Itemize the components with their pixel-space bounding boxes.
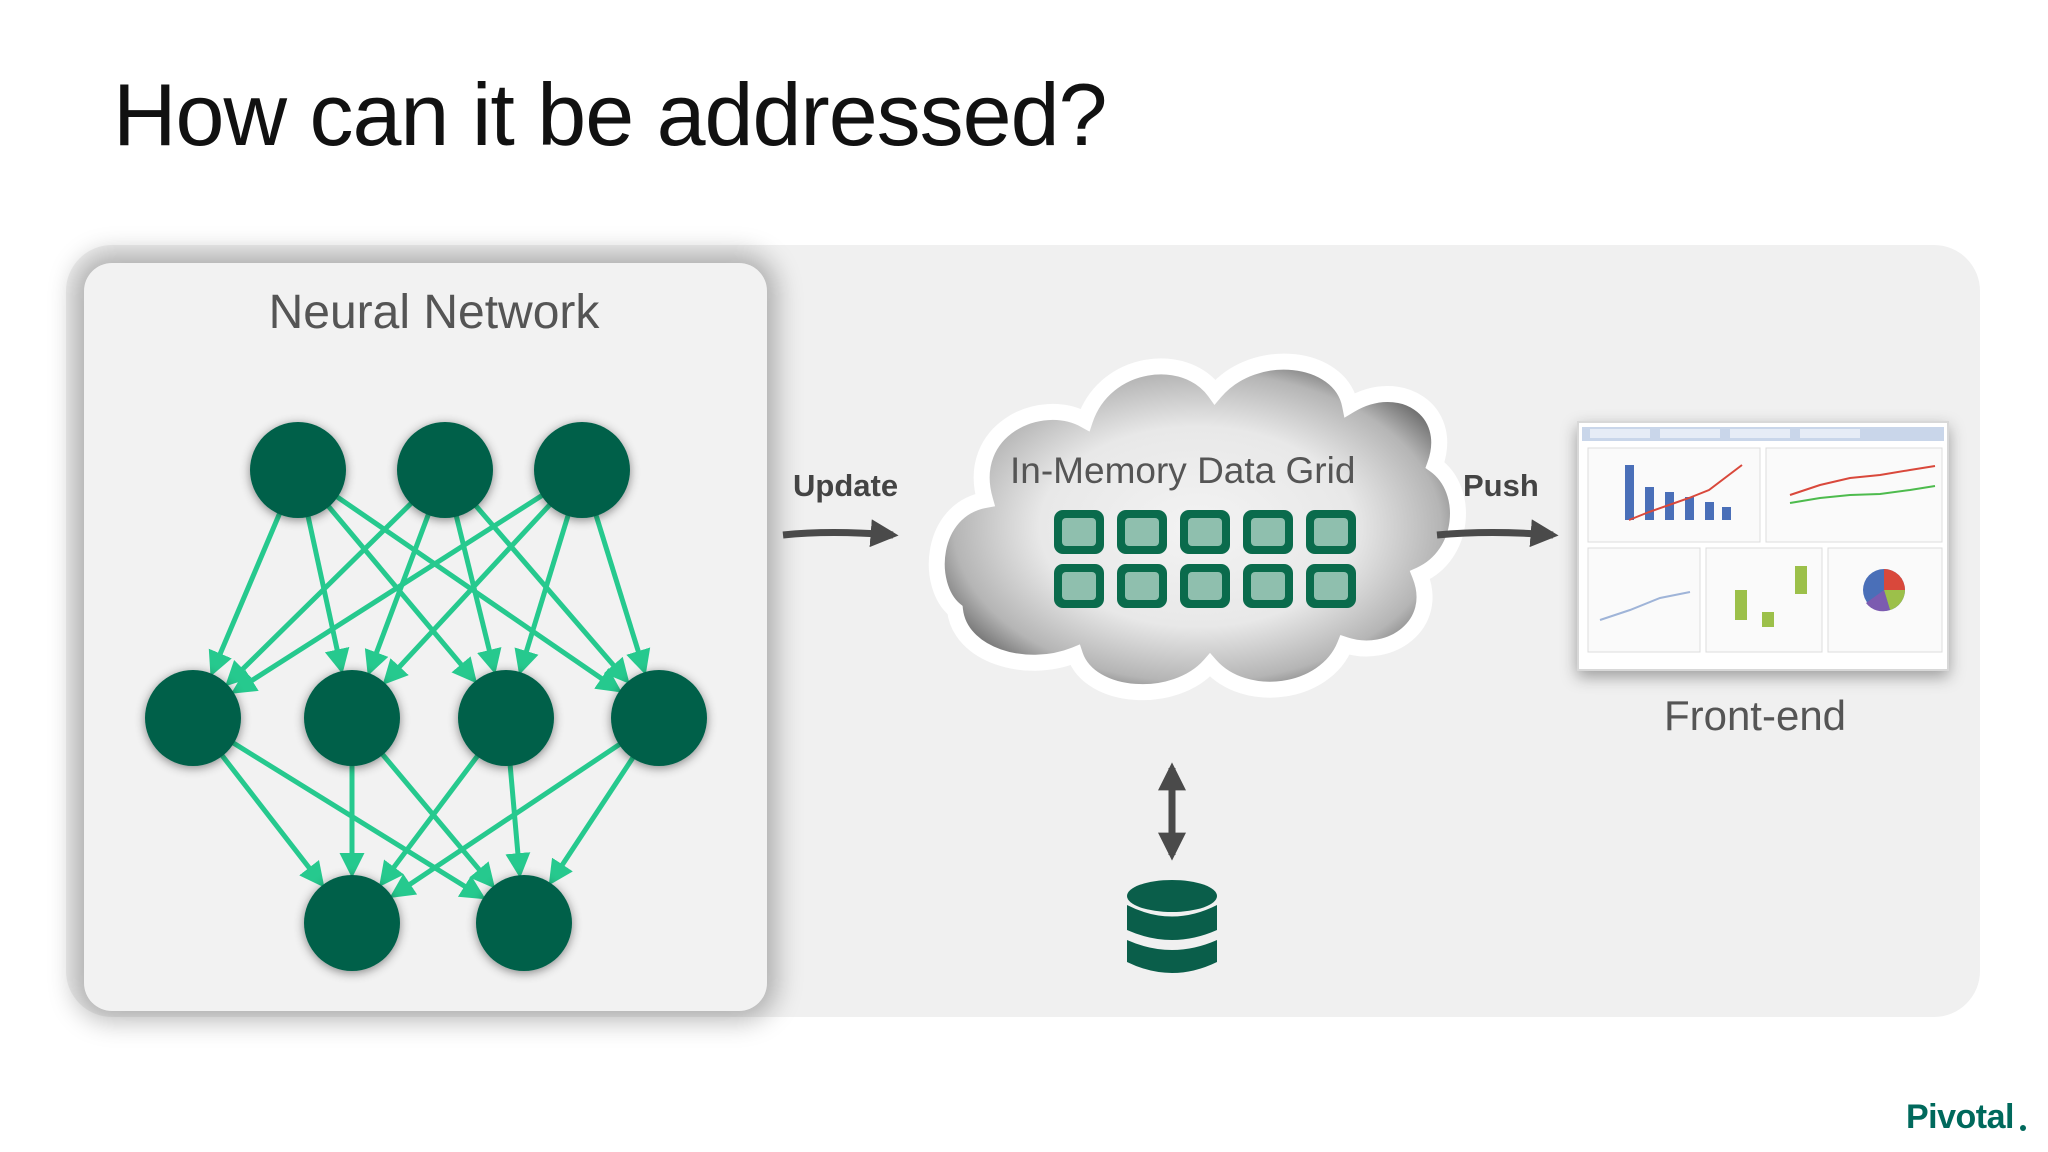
grid-block-inner [1188,518,1222,546]
network-node [397,422,493,518]
push-arrow [1436,519,1559,548]
grid-block-inner [1125,518,1159,546]
grid-block-inner [1314,572,1348,600]
network-node [250,422,346,518]
grid-block-inner [1125,572,1159,600]
grid-block-inner [1062,518,1096,546]
network-edge [592,511,651,676]
neural-network-title: Neural Network [268,286,600,339]
pivotal-logo: Pivotal [1906,1098,2014,1136]
network-node [304,670,400,766]
network-edges [208,491,651,900]
update-label: Update [793,468,899,503]
slide-title: How can it be addressed? [113,65,1107,164]
data-grid-blocks [1054,510,1356,608]
network-edge [382,500,554,686]
network-nodes [145,422,707,971]
database-icon [1127,880,1217,973]
brand-dot [2020,1125,2026,1131]
push-label: Push [1463,468,1539,503]
network-node [611,670,707,766]
grid-block-inner [1314,518,1348,546]
network-edge [208,509,284,677]
network-edge [364,510,432,676]
network-edge [378,750,496,889]
network-edge [217,751,325,888]
network-edge [548,753,637,886]
network-node [534,422,630,518]
data-grid-label: In-Memory Data Grid [1010,450,1356,491]
network-edge [225,499,416,687]
network-node [304,875,400,971]
grid-block-inner [1251,518,1285,546]
dashboard-content [1582,427,1944,653]
network-node [476,875,572,971]
network-edge [230,491,547,694]
network-edge [379,751,482,888]
network-edge [453,512,502,675]
network-node [458,670,554,766]
update-arrow [782,519,899,548]
front-end-label: Front-end [1663,692,1847,739]
network-edge [229,739,486,900]
network-edge [389,740,624,899]
network-edge [505,761,531,879]
grid-block-inner [1062,572,1096,600]
network-edge [471,501,630,684]
grid-block-inner [1188,572,1222,600]
network-node [145,670,241,766]
grid-block-inner [1251,572,1285,600]
network-edge [514,511,572,675]
